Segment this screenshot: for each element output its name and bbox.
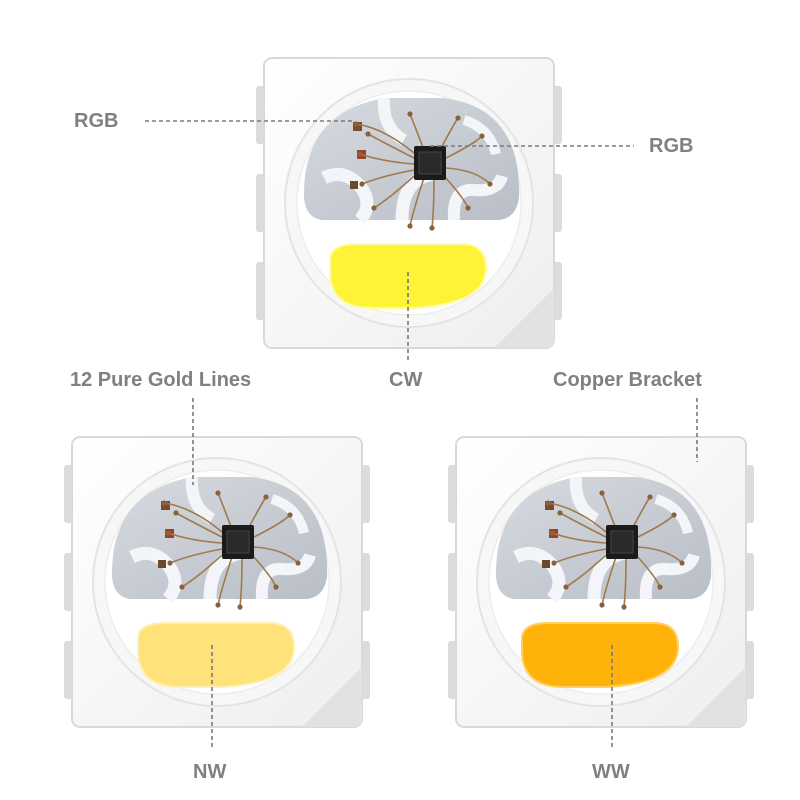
led-nw: [64, 437, 370, 727]
label-gold-lines: 12 Pure Gold Lines: [70, 369, 252, 391]
label-rgb-left: RGB: [74, 110, 119, 132]
phosphor-ww: [521, 622, 680, 688]
led-ww: [448, 437, 754, 727]
label-cw: CW: [389, 369, 423, 391]
label-rgb-right: RGB: [649, 135, 694, 157]
label-copper-bracket: Copper Bracket: [553, 369, 702, 391]
label-ww: WW: [592, 761, 630, 783]
leader-lines: [145, 120, 698, 748]
phosphor-nw: [137, 622, 296, 688]
led-cw: [256, 58, 562, 348]
label-nw: NW: [193, 761, 227, 783]
